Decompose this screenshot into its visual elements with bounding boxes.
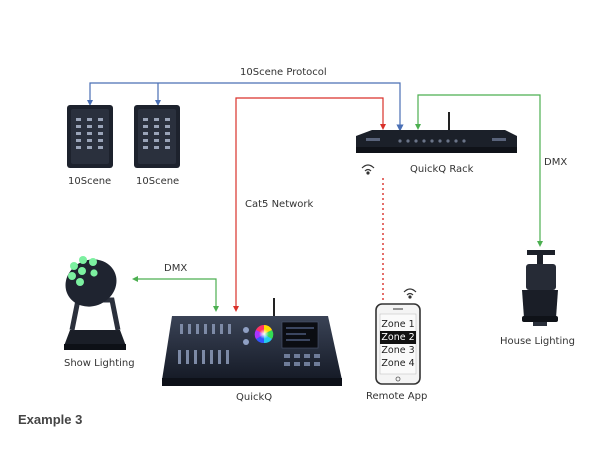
remote-phone-device xyxy=(375,303,421,385)
dmx-rack-label: DMX xyxy=(544,157,568,168)
house-lighting-label: House Lighting xyxy=(500,336,575,347)
example-caption: Example 3 xyxy=(18,412,83,427)
quickq-rack-device xyxy=(356,112,517,153)
console-label: QuickQ xyxy=(236,392,273,403)
show-lighting-fixture xyxy=(64,256,126,350)
scene-left-label: 10Scene xyxy=(68,176,112,187)
remote-app-label: Remote App xyxy=(366,391,428,402)
scene-panel-right xyxy=(134,105,180,168)
cat5-label: Cat5 Network xyxy=(245,199,314,210)
wifi-icon-phone xyxy=(403,288,417,299)
scene-panel-left xyxy=(67,105,113,168)
protocol-label: 10Scene Protocol xyxy=(240,67,327,78)
dmx-rack-connection xyxy=(415,94,543,247)
phone-zone-item[interactable]: Zone 1 xyxy=(381,319,415,330)
phone-zone-item[interactable]: Zone 3 xyxy=(381,345,415,356)
cat5-connection xyxy=(233,97,386,312)
phone-zone-item[interactable]: Zone 4 xyxy=(381,358,415,369)
rack-label: QuickQ Rack xyxy=(410,164,474,175)
show-lighting-label: Show Lighting xyxy=(64,358,135,369)
dmx-show-label: DMX xyxy=(164,263,188,274)
scene-right-label: 10Scene xyxy=(136,176,180,187)
dmx-show-connection xyxy=(132,276,219,312)
quickq-console-device xyxy=(162,298,342,386)
protocol-connection xyxy=(87,82,404,132)
wifi-icon-rack xyxy=(361,164,375,175)
phone-zone-item-selected[interactable]: Zone 2 xyxy=(380,331,416,344)
phone-zone-list: Zone 1 Zone 2 Zone 3 Zone 4 xyxy=(380,318,416,372)
house-lighting-fixture xyxy=(522,250,558,326)
